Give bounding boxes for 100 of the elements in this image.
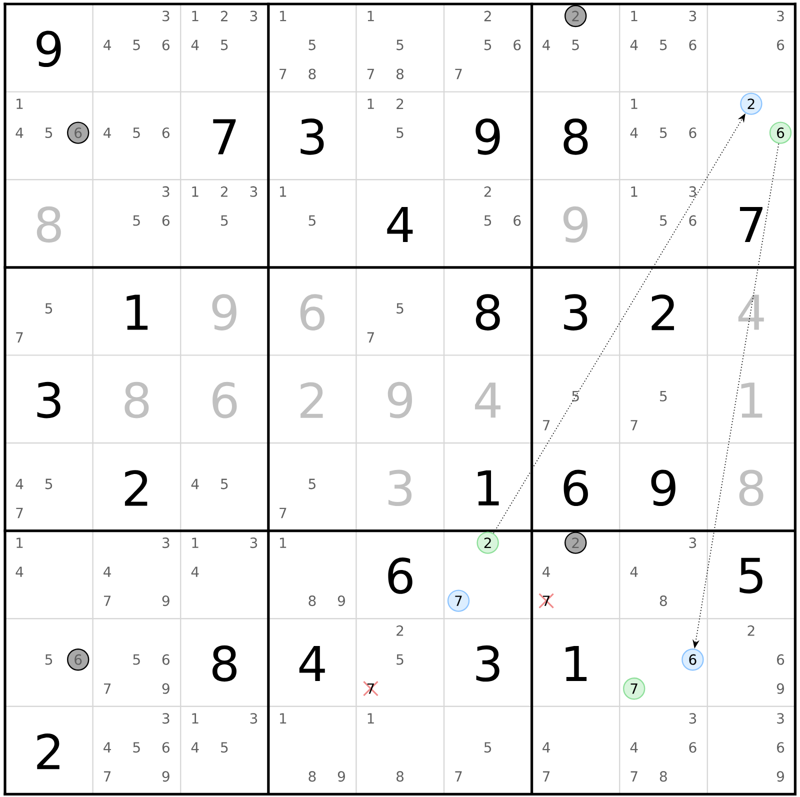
highlighted-candidate: 2 — [564, 4, 587, 28]
solved-digit: 4 — [474, 382, 500, 418]
candidate-digit: 5 — [660, 128, 667, 138]
candidate-digit: 4 — [191, 742, 199, 752]
candidate-digit: 1 — [368, 713, 374, 724]
solved-digit: 3 — [388, 470, 412, 506]
given-digit: 3 — [300, 118, 324, 155]
given-digit: 3 — [37, 382, 60, 418]
candidate-digit: 3 — [777, 713, 784, 724]
candidate-digit: 3 — [777, 10, 784, 22]
candidate-digit: 6 — [514, 215, 521, 226]
candidate-digit: 5 — [396, 128, 404, 138]
candidate-digit: 6 — [689, 40, 696, 50]
candidate-digit: 5 — [308, 40, 316, 50]
candidate-digit: 2 — [396, 625, 404, 636]
candidate-digit: 3 — [689, 10, 696, 22]
given-digit: 1 — [478, 470, 499, 506]
highlighted-candidate: 6 — [682, 648, 704, 671]
candidate-digit: 4 — [104, 742, 111, 752]
candidate-digit: 2 — [748, 625, 754, 636]
candidate-digit: 5 — [221, 215, 228, 226]
candidate-digit: 5 — [221, 478, 228, 490]
given-digit: 7 — [740, 207, 762, 242]
candidate-digit: 2 — [396, 98, 404, 109]
candidate-digit: 4 — [104, 566, 111, 577]
candidate-digit: 5 — [660, 391, 667, 402]
candidate-digit: 7 — [630, 420, 638, 430]
candidate-digit: 5 — [396, 40, 404, 50]
given-digit: 6 — [388, 558, 412, 594]
solved-digit: 1 — [741, 382, 762, 418]
candidate-digit: 2 — [220, 186, 228, 197]
candidate-digit: 5 — [308, 478, 316, 490]
candidate-digit: 5 — [45, 303, 52, 314]
highlighted-candidate: 2 — [564, 532, 587, 554]
solved-digit: 2 — [300, 382, 323, 418]
candidate-digit: 7 — [104, 684, 111, 694]
candidate-digit: 5 — [308, 215, 316, 226]
candidate-digit: 3 — [162, 713, 170, 724]
crossed-candidate: 7 — [362, 680, 378, 696]
candidate-digit: 8 — [660, 596, 667, 606]
given-digit: 8 — [212, 645, 236, 682]
candidate-digit: 7 — [543, 420, 550, 430]
candidate-digit: 6 — [514, 40, 521, 50]
candidate-digit: 9 — [162, 596, 170, 606]
candidate-digit: 5 — [221, 40, 228, 50]
candidate-digit: 3 — [250, 713, 258, 724]
candidate-digit: 4 — [104, 40, 111, 50]
candidate-digit: 6 — [162, 654, 170, 665]
candidate-digit: 1 — [192, 10, 198, 22]
candidate-digit: 1 — [16, 538, 23, 548]
solved-digit: 8 — [124, 382, 149, 418]
candidate-digit: 2 — [484, 186, 491, 197]
given-digit: 5 — [740, 558, 762, 594]
candidate-digit: 6 — [689, 742, 696, 753]
candidate-digit: 5 — [572, 40, 579, 50]
candidate-digit: 4 — [542, 566, 550, 577]
candidate-digit: 7 — [16, 508, 23, 518]
candidate-digit: 3 — [689, 186, 696, 197]
candidate-digit: 1 — [192, 713, 198, 724]
candidate-digit: 8 — [660, 771, 667, 782]
candidate-digit: 5 — [133, 40, 140, 50]
candidate-digit: 1 — [631, 186, 638, 197]
candidate-digit: 1 — [280, 538, 286, 548]
solved-digit: 8 — [36, 206, 61, 243]
candidate-digit: 4 — [16, 566, 24, 577]
highlighted-candidate: 2 — [740, 92, 762, 115]
candidate-digit: 5 — [45, 654, 52, 665]
candidate-digit: 1 — [368, 10, 374, 22]
candidate-digit: 5 — [45, 128, 52, 138]
candidate-digit: 5 — [396, 303, 404, 314]
candidate-digit: 1 — [631, 10, 638, 22]
candidate-digit: 5 — [484, 742, 492, 753]
candidate-digit: 3 — [162, 10, 170, 22]
candidate-digit: 4 — [191, 40, 199, 50]
candidate-digit: 1 — [631, 98, 638, 109]
candidate-digit: 3 — [162, 186, 170, 197]
candidate-digit: 1 — [280, 10, 286, 22]
solved-digit: 8 — [739, 470, 764, 506]
candidate-digit: 1 — [16, 98, 23, 109]
candidate-digit: 6 — [162, 215, 170, 226]
candidate-digit: 6 — [689, 215, 696, 226]
highlighted-candidate: 6 — [769, 122, 792, 144]
candidate-digit: 5 — [133, 128, 140, 138]
candidate-digit: 3 — [689, 538, 696, 548]
candidate-digit: 8 — [396, 68, 404, 80]
candidate-digit: 8 — [396, 771, 404, 782]
candidate-digit: 2 — [220, 10, 228, 22]
candidate-digit: 1 — [280, 713, 286, 724]
candidate-digit: 4 — [542, 742, 550, 752]
candidate-digit: 4 — [16, 128, 24, 138]
candidate-digit: 4 — [104, 128, 111, 138]
candidate-digit: 7 — [455, 771, 462, 782]
candidate-digit: 9 — [776, 771, 784, 782]
candidate-digit: 1 — [368, 98, 374, 109]
candidate-digit: 5 — [45, 478, 52, 490]
candidate-digit: 8 — [308, 68, 316, 80]
highlighted-candidate: 6 — [67, 122, 90, 144]
candidate-digit: 5 — [484, 40, 492, 50]
candidate-digit: 9 — [776, 683, 784, 694]
candidate-digit: 4 — [542, 40, 550, 50]
